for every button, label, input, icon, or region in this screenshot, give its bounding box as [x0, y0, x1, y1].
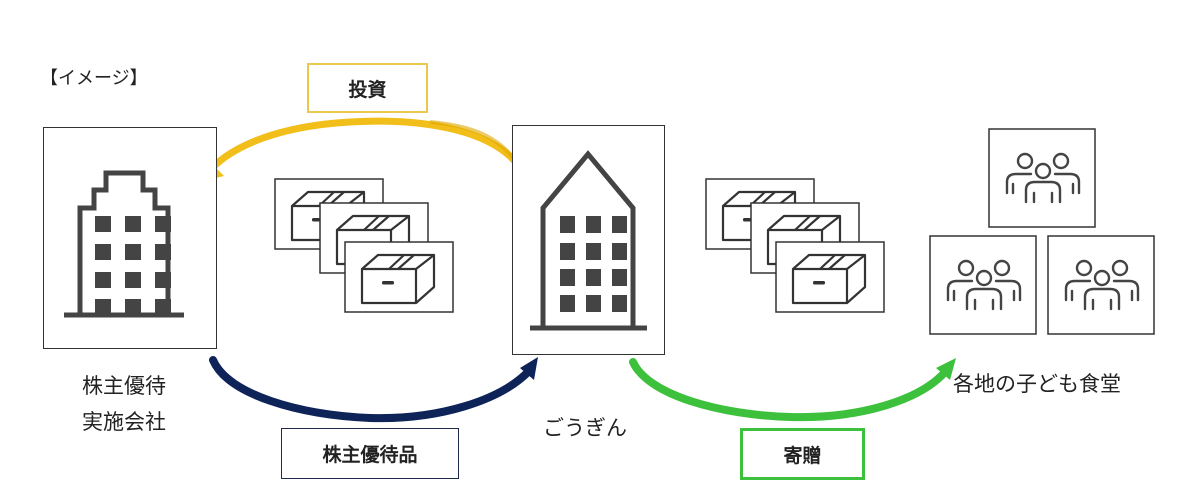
people-group-icon: [929, 235, 1037, 335]
donation-arrow: [629, 358, 956, 422]
diagram-title: 【イメージ】: [40, 68, 148, 89]
cafeterias-group: [929, 128, 1159, 338]
benefits-arrow: [209, 356, 538, 423]
donation-tag: 寄贈: [740, 428, 865, 480]
investment-arrow: [198, 117, 531, 184]
office-building-icon: [64, 170, 184, 318]
goods-cluster-right: [703, 178, 913, 318]
goods-cluster-left: [272, 178, 482, 318]
benefits-tag: 株主優待品: [281, 428, 459, 479]
bank-building-icon: [530, 150, 647, 331]
company-frame: [43, 127, 217, 349]
company-label: 株主優待 実施会社: [82, 368, 166, 440]
people-group-icon: [1047, 235, 1155, 335]
company-label-line-1: 株主優待: [82, 374, 166, 398]
people-group-icon: [988, 128, 1096, 228]
cardboard-box-icon: [775, 241, 885, 313]
cardboard-box-icon: [344, 241, 454, 313]
bank-frame: [512, 125, 665, 355]
investment-tag: 投資: [307, 63, 428, 113]
bank-label: ごうぎん: [543, 416, 627, 440]
cafeterias-label: 各地の子ども食堂: [953, 372, 1121, 396]
company-label-line-2: 実施会社: [82, 410, 166, 434]
